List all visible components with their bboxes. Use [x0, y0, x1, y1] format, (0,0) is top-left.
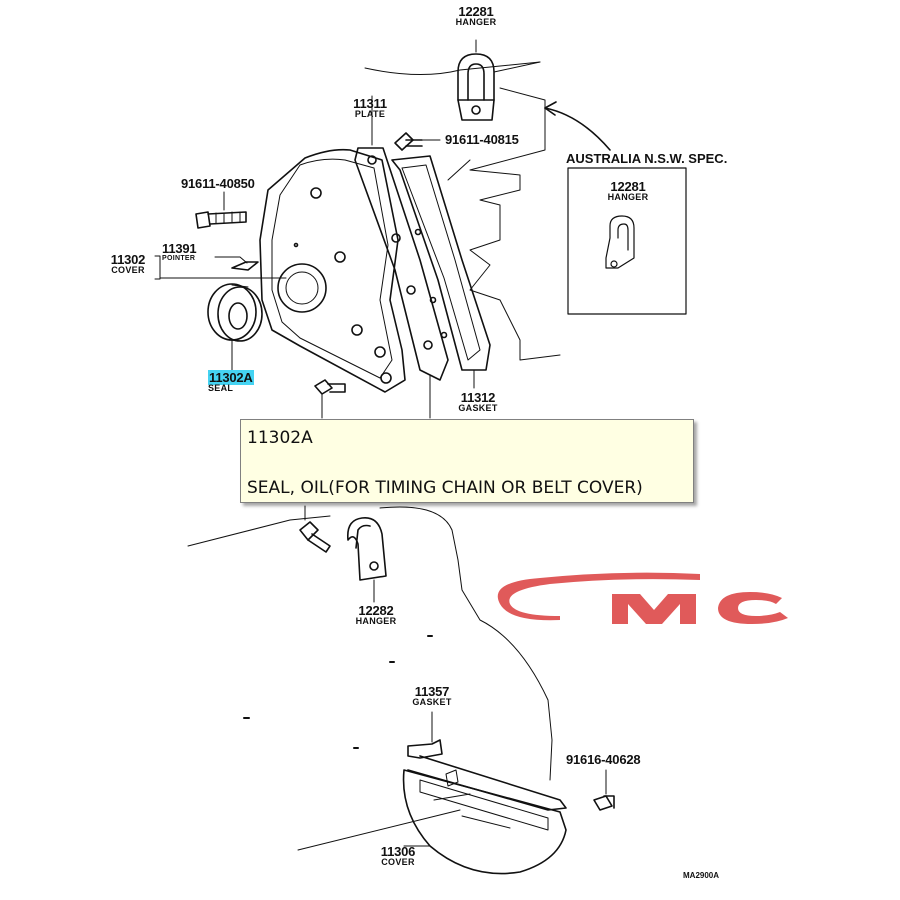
cover-11306	[402, 769, 567, 875]
label-11312: 11312 GASKET	[458, 391, 497, 413]
hanger-12282	[346, 517, 387, 603]
australia-arrow	[544, 101, 611, 151]
part-number: 12281	[458, 4, 494, 19]
label-12281-top: 12281 HANGER	[456, 5, 497, 27]
part-name: GASKET	[458, 403, 498, 413]
gasket-11312	[391, 155, 491, 419]
cover-leader	[154, 255, 287, 280]
label-11357: 11357 GASKET	[412, 685, 451, 707]
hanger-12281-top	[457, 39, 541, 121]
label-11306: 11306 COVER	[380, 844, 416, 867]
part-name: SEAL	[208, 383, 234, 393]
pointer-11391	[214, 256, 259, 271]
stray-marks	[243, 635, 433, 749]
label-11311: 11311 PLATE	[353, 97, 387, 119]
part-number-highlighted[interactable]: 11302A	[208, 370, 254, 385]
bolt-lower-left	[299, 521, 331, 553]
part-number: 11302	[110, 252, 146, 267]
part-number: 11306	[380, 844, 416, 859]
part-name: HANGER	[607, 192, 649, 202]
part-name: COVER	[111, 265, 145, 275]
part-name: GASKET	[412, 697, 452, 707]
bolt-91616-40628	[593, 769, 615, 811]
part-name: POINTER	[162, 255, 196, 262]
part-number: 12281	[610, 179, 646, 194]
australia-spec-title: AUSTRALIA N.S.W. SPEC.	[566, 151, 728, 166]
part-name: HANGER	[355, 616, 397, 626]
label-12281-australia: 12281 HANGER	[608, 180, 649, 202]
label-11302: 11302 COVER	[110, 252, 146, 275]
timing-cover-11302	[259, 148, 406, 393]
part-number: 11311	[353, 96, 387, 111]
part-number: 11312	[460, 390, 496, 405]
part-name: PLATE	[354, 109, 386, 119]
bolt-lower-cover	[314, 379, 346, 419]
tooltip-description: SEAL, OIL(FOR TIMING CHAIN OR BELT COVER…	[247, 478, 643, 498]
bolt-91611-40815	[394, 132, 441, 151]
australia-spec-box	[567, 167, 687, 315]
cmc-watermark-logo	[497, 572, 788, 624]
label-91616-40628: 91616-40628	[566, 752, 641, 767]
label-11302A[interactable]: 11302A SEAL	[208, 370, 254, 393]
label-12282: 12282 HANGER	[356, 604, 397, 626]
part-number: 11357	[414, 684, 450, 699]
label-11391: 11391 POINTER	[162, 241, 197, 262]
diagram-code: MA2900A	[683, 871, 720, 880]
bolt-91611-40850	[195, 191, 247, 229]
part-number: 12282	[358, 603, 394, 618]
lower-block-outline	[187, 505, 553, 851]
plate-11311	[354, 95, 449, 381]
seal-11302A	[207, 283, 263, 373]
part-name: HANGER	[455, 17, 497, 27]
part-name: COVER	[381, 857, 415, 867]
part-number: 11391	[162, 241, 197, 256]
tooltip-part-number: 11302A	[247, 428, 313, 448]
label-91611-40850: 91611-40850	[181, 176, 255, 191]
label-91611-40815: 91611-40815	[445, 132, 519, 147]
part-tooltip: 11302A SEAL, OIL(FOR TIMING CHAIN OR BEL…	[240, 419, 694, 503]
